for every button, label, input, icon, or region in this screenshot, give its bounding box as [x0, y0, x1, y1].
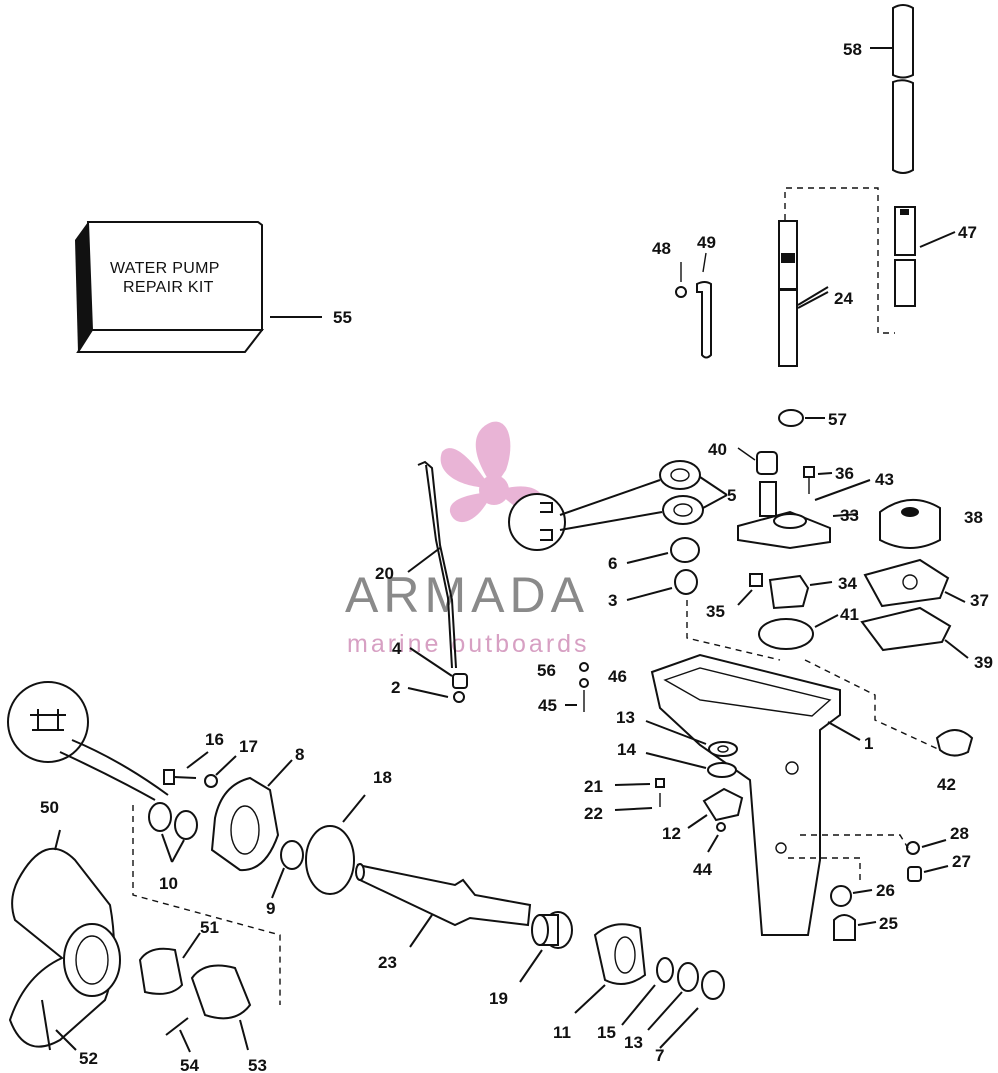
label-47: 47: [958, 223, 977, 242]
label-48: 48: [652, 239, 671, 258]
label-50: 50: [40, 798, 59, 817]
label-37: 37: [970, 591, 989, 610]
label-26: 26: [876, 881, 895, 900]
label-16: 16: [205, 730, 224, 749]
bearing-pair-5: [508, 460, 728, 551]
label-13a: 13: [616, 708, 635, 727]
label-23: 23: [378, 953, 397, 972]
label-4: 4: [392, 639, 402, 658]
label-43: 43: [875, 470, 894, 489]
water-pump-kit-box: WATER PUMP REPAIR KIT: [75, 221, 322, 353]
label-49: 49: [697, 233, 716, 252]
label-56: 56: [537, 661, 556, 680]
label-24: 24: [834, 289, 853, 308]
drive-shaft-58: [870, 4, 914, 174]
label-5: 5: [727, 486, 736, 505]
label-40: 40: [708, 440, 727, 459]
shaft-segment-47: [894, 206, 956, 307]
label-52: 52: [79, 1049, 98, 1068]
label-25: 25: [879, 914, 898, 933]
label-9: 9: [266, 899, 275, 918]
label-3: 3: [608, 591, 617, 610]
label-27: 27: [952, 852, 971, 871]
kit-label-line1: WATER PUMP: [110, 260, 220, 277]
callout-labels: 58 47 48 49 24 55 57 40 36 43 5 33 38 6 …: [40, 40, 993, 1073]
label-10: 10: [159, 874, 178, 893]
label-15: 15: [597, 1023, 616, 1042]
label-39: 39: [974, 653, 993, 672]
propeller-50: [8, 829, 121, 1051]
label-57: 57: [828, 410, 847, 429]
label-12: 12: [662, 824, 681, 843]
gearcase-housing-1: [650, 653, 861, 936]
label-11: 11: [553, 1023, 571, 1042]
kit-label-line2: REPAIR KIT: [123, 279, 214, 296]
label-22: 22: [584, 804, 603, 823]
label-18: 18: [373, 768, 392, 787]
label-55: 55: [333, 308, 352, 327]
watermark-brand: ARMADA: [345, 567, 589, 623]
label-38: 38: [964, 508, 983, 527]
label-45: 45: [538, 696, 557, 715]
shaft-24: [778, 220, 829, 367]
label-53: 53: [248, 1056, 267, 1073]
watermark-tagline: marine outboards: [347, 630, 590, 658]
label-51: 51: [200, 918, 219, 937]
label-35: 35: [706, 602, 725, 621]
label-6: 6: [608, 554, 617, 573]
label-7: 7: [655, 1046, 664, 1065]
label-13b: 13: [624, 1033, 643, 1052]
label-34: 34: [838, 574, 857, 593]
label-42: 42: [937, 775, 956, 794]
label-8: 8: [295, 745, 304, 764]
bearing-housing-8: [210, 759, 293, 872]
label-1: 1: [864, 734, 873, 753]
label-36: 36: [835, 464, 854, 483]
label-41: 41: [840, 605, 859, 624]
label-46: 46: [608, 667, 627, 686]
label-2: 2: [391, 678, 400, 697]
label-14: 14: [617, 740, 636, 759]
label-28: 28: [950, 824, 969, 843]
label-17: 17: [239, 737, 258, 756]
label-20: 20: [375, 564, 394, 583]
label-44: 44: [693, 860, 712, 879]
label-54: 54: [180, 1056, 199, 1073]
propeller-shaft-23: [355, 863, 532, 948]
label-19: 19: [489, 989, 508, 1008]
label-58: 58: [843, 40, 862, 59]
label-21: 21: [584, 777, 603, 796]
label-33: 33: [840, 506, 859, 525]
